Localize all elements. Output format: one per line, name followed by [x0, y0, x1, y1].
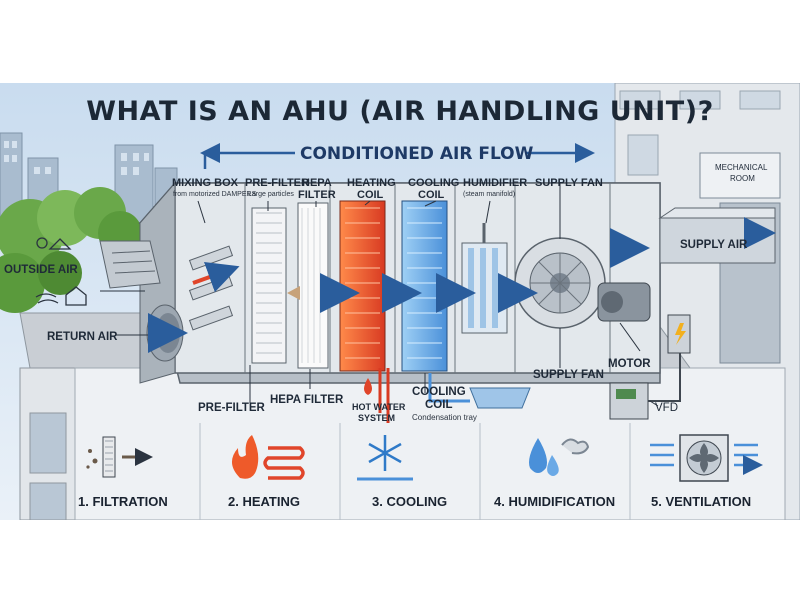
pre-filter-panel: [251, 207, 287, 364]
filtration-icon: [86, 436, 153, 478]
label-cooling-coil-bottom-line1: COOLING: [412, 386, 466, 398]
label-pre-filter-sub: Large particles: [248, 191, 294, 198]
label-cooling-line2: COIL: [418, 189, 445, 201]
label-cooling-line1: COOLING: [408, 177, 460, 189]
step-filtration-label: 1. FILTRATION: [78, 494, 168, 509]
label-hepa-line2: FILTER: [298, 189, 336, 201]
label-pre-filter-bottom: PRE-FILTER: [198, 402, 265, 414]
label-supply-air: SUPPLY AIR: [680, 239, 748, 251]
electric-icon: [675, 323, 686, 345]
step-ventilation-label: 5. VENTILATION: [651, 494, 752, 509]
hot-water-drop-icon: [364, 378, 372, 395]
heating-coil: [339, 200, 390, 423]
label-heating-line2: COIL: [357, 189, 384, 201]
label-hepa-line1: HEPA: [302, 177, 332, 189]
vfd-box: [609, 382, 649, 420]
label-hot-water-line1: HOT WATER: [352, 402, 406, 412]
supply-air-duct: [658, 207, 776, 264]
step-heating-label: 2. HEATING: [228, 494, 300, 509]
label-humidifier: HUMIDIFIER: [463, 177, 528, 189]
label-humidifier-sub: (steam manifold): [463, 191, 516, 198]
label-mixing-box: MIXING BOX: [172, 177, 239, 189]
cooling-coil: [401, 200, 448, 372]
label-supply-fan: SUPPLY FAN: [535, 177, 603, 189]
page-title: WHAT IS AN AHU (AIR HANDLING UNIT)?: [86, 96, 714, 127]
condensation-tray: [469, 387, 531, 409]
label-motor: MOTOR: [608, 358, 651, 370]
label-pre-filter: PRE-FILTER: [245, 177, 309, 189]
conditioned-air-flow-arrow: [200, 143, 595, 169]
label-heating-line1: HEATING: [347, 177, 396, 189]
mechanical-room-line2: ROOM: [730, 174, 755, 183]
mechanical-room-line1: MECHANICAL: [715, 163, 768, 172]
label-cooling-coil-bottom-line2: COIL: [425, 399, 453, 411]
supply-fan: [514, 237, 606, 329]
heating-icon: [231, 435, 305, 480]
hepa-filter-panel: [297, 202, 329, 369]
label-vfd: VFD: [655, 402, 678, 414]
label-hot-water-line2: SYSTEM: [358, 413, 396, 423]
ahu-infographic: WHAT IS AN AHU (AIR HANDLING UNIT)? COND…: [0, 83, 800, 520]
label-condensation-tray: Condensation tray: [412, 413, 477, 422]
fan-icon: [650, 434, 758, 481]
ahu-illustration: [0, 83, 800, 520]
conditioned-air-flow-label: CONDITIONED AIR FLOW: [300, 144, 534, 164]
water-drops-icon: [529, 438, 590, 476]
fan-motor: [597, 282, 651, 322]
step-cooling-label: 3. COOLING: [372, 494, 448, 509]
step-humidification-label: 4. HUMIDIFICATION: [494, 494, 616, 509]
label-hepa-filter-bottom: HEPA FILTER: [270, 394, 344, 406]
snowflake-icon: [357, 435, 413, 481]
label-mixing-box-sub: from motorized DAMPERS: [173, 191, 257, 198]
outside-air-intake: [99, 240, 161, 289]
label-supply-fan-lower: SUPPLY FAN: [533, 369, 604, 381]
outside-air-icons: [35, 237, 87, 306]
label-return-air: RETURN AIR: [47, 331, 118, 343]
label-outside-air: OUTSIDE AIR: [4, 264, 78, 276]
